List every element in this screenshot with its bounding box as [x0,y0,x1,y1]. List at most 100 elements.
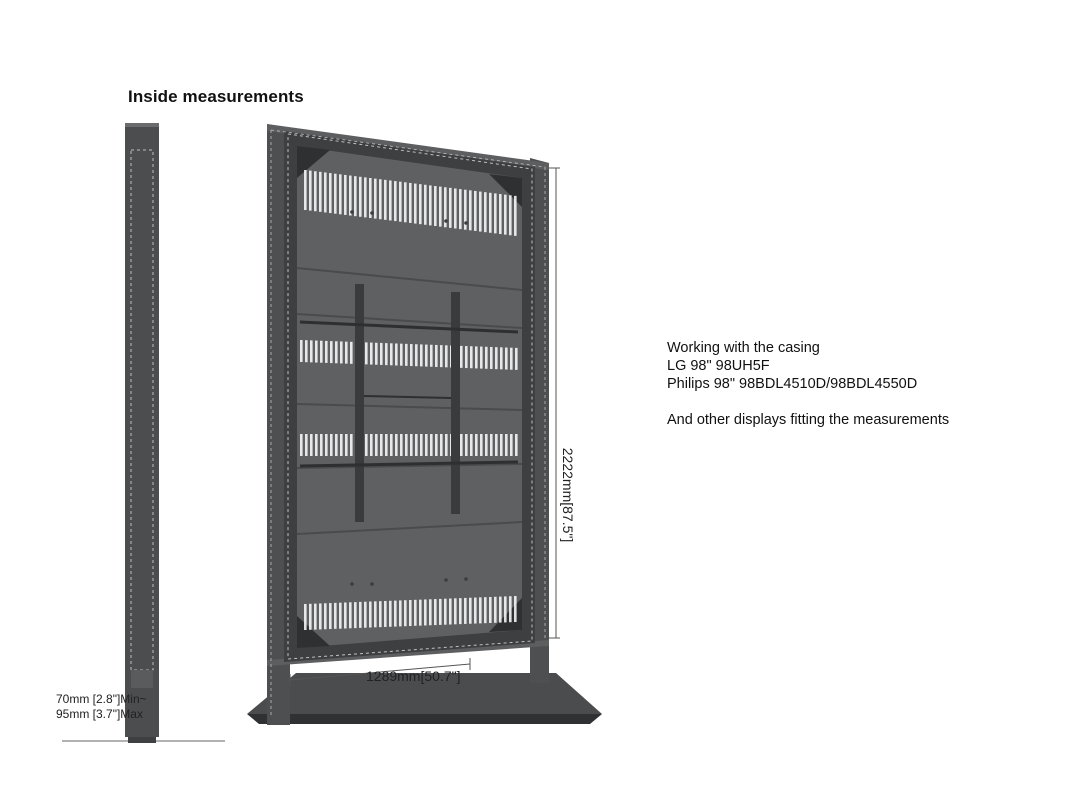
vent-slot [424,184,427,225]
vent-slot [504,194,507,235]
vent-slot [464,597,467,624]
vesa-mount [299,284,519,522]
vent-slot [499,596,502,623]
vent-slot [319,603,322,630]
vent-slot [465,434,468,456]
vent-slot [514,195,517,236]
vent-slot [424,599,427,626]
vent-slot [505,347,508,370]
vent-slot [440,434,443,456]
vent-slot [385,343,388,366]
vent-slot [495,434,498,456]
vent-slot [435,344,438,367]
vent-slot [425,434,428,456]
vent-slot [410,434,413,456]
vent-slot [390,434,393,456]
vent-slot [395,434,398,456]
vent-slot [359,601,362,628]
vent-slot [504,596,507,623]
vent-slot [415,344,418,367]
vent-slot [469,597,472,624]
vent-slot [464,189,467,230]
vent-slot [425,344,428,367]
compatibility-info: Working with the casing LG 98" 98UH5F Ph… [667,339,949,429]
vent-slot [494,193,497,234]
vent-slot [405,434,408,456]
vent-slot [304,170,307,210]
info-model-lg: LG 98" 98UH5F [667,358,770,374]
vent-slot [334,602,337,629]
vent-slot [444,187,447,228]
vent-slot [340,341,343,364]
vent-slot [394,600,397,627]
vent-slot [505,434,508,456]
vent-slot [310,340,313,363]
vent-slot [384,179,387,220]
vent-slot [359,176,362,217]
vent-slot [414,183,417,224]
vent-slot [429,599,432,626]
vent-slot [315,340,318,363]
vent-slot [434,186,437,227]
vent-slot [399,181,402,222]
vent-slot [389,600,392,627]
vent-slot [509,195,512,236]
vent-slot [435,434,438,456]
vent-slot [445,345,448,368]
vent-slot [439,598,442,625]
info-model-philips: Philips 98" 98BDL4510D/98BDL4550D [667,376,918,392]
vent-slot [480,346,483,369]
vent-slot [385,434,388,456]
vent-slot [390,343,393,366]
vent-slot [325,434,328,456]
vent-slot [344,174,347,215]
depth-dimension-label: 70mm [2.8"]Min~ 95mm [3.7"]Max [56,692,147,722]
vent-slot [300,340,303,362]
vent-slot [305,434,308,456]
vent-slot [429,185,432,226]
vent-slot [309,170,312,211]
vent-slot [490,346,493,369]
vent-slot [399,600,402,627]
vent-slot [365,342,368,365]
vent-slot [484,597,487,624]
vent-slot [495,347,498,370]
vent-slot [369,178,372,219]
vent-slot [380,342,383,365]
vent-slot [350,341,353,364]
vent-slot [314,171,317,212]
vent-slot [374,601,377,628]
vent-slot [470,434,473,456]
vent-slot [354,176,357,217]
vent-slot [410,344,413,367]
vent-slot [479,191,482,232]
vent-slot [420,344,423,367]
depth-min-label: 70mm [2.8"]Min~ [56,692,147,706]
vent-slot [305,340,308,363]
vent-slot [514,596,517,623]
side-view [62,123,225,743]
vent-slot [375,342,378,365]
vent-slot [379,601,382,628]
vent-slot [364,177,367,218]
vent-slot [430,344,433,367]
vent-slot [439,186,442,227]
vent-slot [414,599,417,626]
vent-slot [454,598,457,625]
vent-slot [440,345,443,368]
vent-slot [325,340,328,363]
vent-slot [419,599,422,626]
vent-slot [449,598,452,625]
vent-slot [509,596,512,623]
vent-slot [354,602,357,629]
vent-slot [470,346,473,369]
vent-slot [480,434,483,456]
vent-slot [459,598,462,625]
vent-slot [350,434,353,456]
vent-slot [404,600,407,627]
vent-slot [370,434,373,456]
vent-slot [485,434,488,456]
depth-max-label: 95mm [3.7"]Max [56,707,143,721]
vent-slot [324,603,327,630]
vent-slot [329,603,332,630]
